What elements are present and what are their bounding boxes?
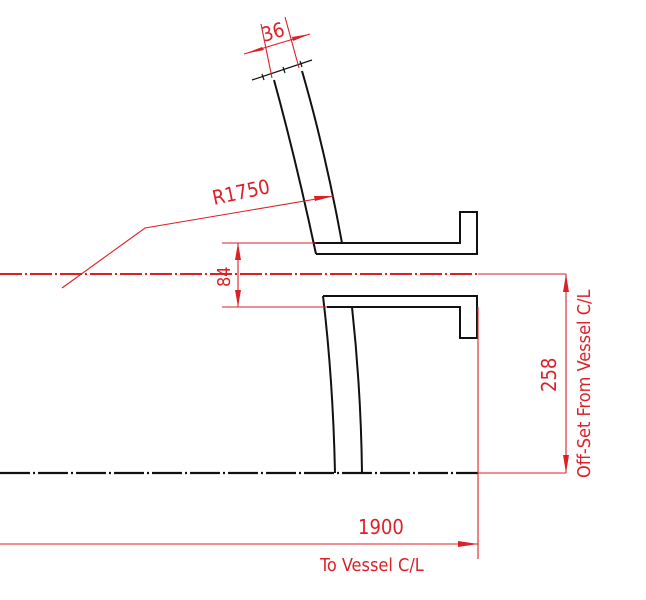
horizontal-label: To Vessel C/L xyxy=(319,555,424,576)
offset-value: 258 xyxy=(537,358,561,392)
radius-label: R1750 xyxy=(210,174,272,210)
thickness-dimension: 36 xyxy=(243,16,313,81)
upper-flange xyxy=(313,211,478,255)
gap-dimension: 84 xyxy=(214,242,327,308)
horizontal-value: 1900 xyxy=(358,515,404,539)
horizontal-dimension: 1900 To Vessel C/L xyxy=(0,307,479,576)
offset-label: Off-Set From Vessel C/L xyxy=(574,290,595,478)
lower-flange xyxy=(323,295,478,339)
gap-label: 84 xyxy=(214,266,235,287)
radius-leader: R1750 xyxy=(61,174,335,289)
upper-rib xyxy=(273,70,343,255)
lower-rib xyxy=(322,295,363,474)
offset-dimension: 258 Off-Set From Vessel C/L xyxy=(537,274,595,478)
